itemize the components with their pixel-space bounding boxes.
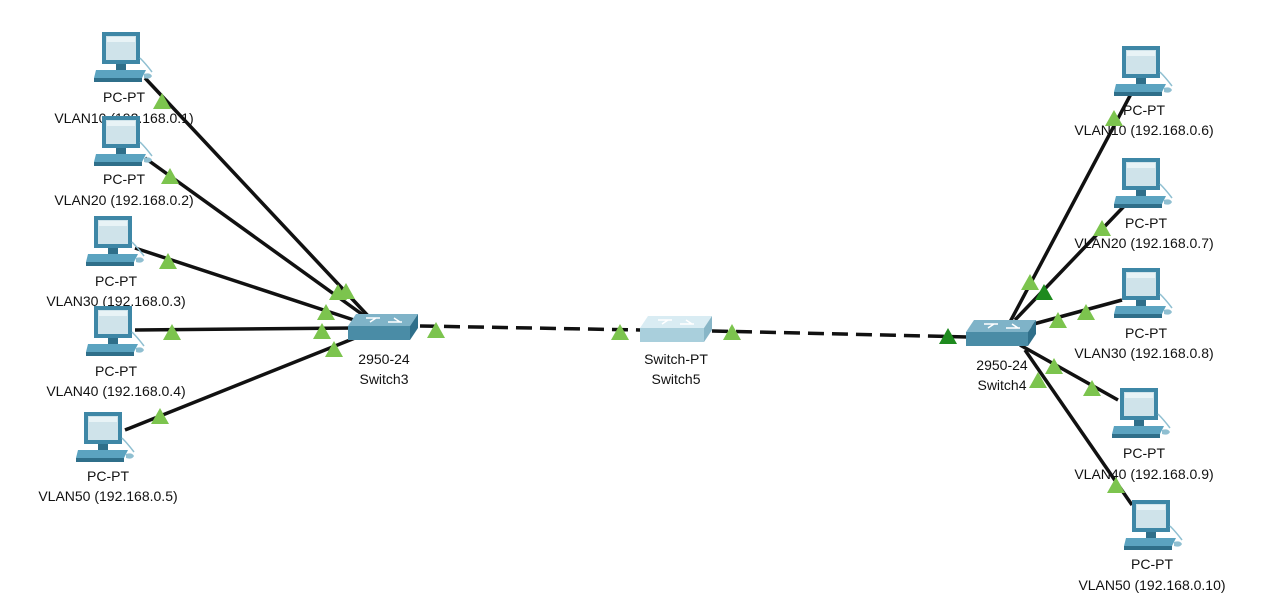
pc-r5[interactable]: PC-PT VLAN50 (192.168.0.10) [1078, 499, 1226, 593]
pc-r4[interactable]: PC-PT VLAN40 (192.168.0.9) [1074, 387, 1214, 482]
switch-icon [965, 319, 1037, 347]
device-type-label: PC-PT [87, 468, 129, 484]
link-up-indicator [939, 328, 957, 344]
switch3[interactable]: 2950-24 Switch3 [347, 313, 419, 387]
device-type-label: PC-PT [1125, 325, 1167, 341]
link-up-indicator [337, 283, 355, 299]
device-vlan-label: VLAN50 (192.168.0.10) [1078, 577, 1225, 593]
link-up-indicator [1083, 380, 1101, 396]
pc-r3[interactable]: PC-PT VLAN30 (192.168.0.8) [1074, 267, 1214, 361]
link-up-indicator [1021, 274, 1039, 290]
device-type-label: PC-PT [1123, 102, 1165, 118]
link-up-indicator [723, 324, 741, 340]
pc-l1[interactable]: PC-PT VLAN10 (192.168.0.1) [54, 31, 194, 126]
link-pc-l1-switch3[interactable] [143, 76, 372, 320]
link-up-indicator [611, 324, 629, 340]
switch-name-label: Switch5 [651, 371, 700, 387]
switch-model-label: 2950-24 [976, 357, 1028, 373]
device-type-label: PC-PT [1123, 445, 1165, 461]
device-vlan-label: VLAN50 (192.168.0.5) [38, 488, 177, 504]
link-up-indicator [427, 322, 445, 338]
link-up-indicator [325, 341, 343, 357]
switch-icon [347, 313, 419, 341]
switch5[interactable]: Switch-PT Switch5 [639, 315, 713, 387]
link-pc-l2-switch3[interactable] [143, 156, 372, 322]
link-switch3-switch5[interactable] [419, 324, 641, 332]
pc-l4[interactable]: PC-PT VLAN40 (192.168.0.4) [46, 305, 186, 399]
device-type-label: PC-PT [95, 273, 137, 289]
pc-r1[interactable]: PC-PT VLAN10 (192.168.0.6) [1074, 45, 1214, 138]
switch4[interactable]: 2950-24 Switch4 [965, 319, 1037, 393]
link-pc-r5-switch4[interactable] [1023, 349, 1134, 506]
device-type-label: PC-PT [103, 89, 145, 105]
link-up-indicator [159, 253, 177, 269]
device-type-label: PC-PT [1131, 556, 1173, 572]
link-up-indicator [151, 408, 169, 424]
device-vlan-label: VLAN30 (192.168.0.8) [1074, 345, 1213, 361]
switch-model-label: 2950-24 [358, 351, 410, 367]
switch-pt-icon [639, 315, 713, 343]
pc-l5[interactable]: PC-PT VLAN50 (192.168.0.5) [38, 411, 178, 504]
pc-icon [85, 215, 145, 267]
link-up-indicator [1029, 372, 1047, 388]
device-vlan-label: VLAN20 (192.168.0.7) [1074, 235, 1213, 251]
link-up-indicator [313, 323, 331, 339]
link-status-indicators [151, 93, 1125, 493]
device-type-label: PC-PT [95, 363, 137, 379]
device-vlan-label: VLAN10 (192.168.0.6) [1074, 122, 1213, 138]
pc-icon [1113, 45, 1173, 97]
link-up-indicator [161, 168, 179, 184]
switch-model-label: Switch-PT [644, 351, 708, 367]
pc-icon [93, 31, 153, 83]
pc-r2[interactable]: PC-PT VLAN20 (192.168.0.7) [1074, 157, 1214, 251]
switch-name-label: Switch4 [977, 377, 1026, 393]
pc-icon [75, 411, 135, 463]
link-up-indicator [1035, 284, 1053, 300]
device-vlan-label: VLAN30 (192.168.0.3) [46, 293, 185, 309]
device-vlan-label: VLAN40 (192.168.0.4) [46, 383, 185, 399]
device-vlan-label: VLAN40 (192.168.0.9) [1074, 466, 1213, 482]
link-up-indicator [317, 304, 335, 320]
device-vlan-label: VLAN20 (192.168.0.2) [54, 192, 193, 208]
link-up-indicator [1077, 304, 1095, 320]
link-up-indicator [1045, 358, 1063, 374]
pc-icon [1113, 267, 1173, 319]
link-up-indicator [153, 93, 171, 109]
link-pc-r2-switch4[interactable] [1013, 198, 1132, 322]
link-up-indicator [1105, 110, 1123, 126]
device-type-label: PC-PT [103, 171, 145, 187]
link-pc-r3-switch4[interactable] [1029, 298, 1123, 327]
link-up-indicator [1107, 477, 1125, 493]
pc-icon [1113, 157, 1173, 209]
pc-l2[interactable]: PC-PT VLAN20 (192.168.0.2) [54, 115, 194, 208]
switch-name-label: Switch3 [359, 371, 408, 387]
link-up-indicator [163, 324, 181, 340]
link-up-indicator [1093, 220, 1111, 236]
device-type-label: PC-PT [1125, 215, 1167, 231]
link-switch5-switch4[interactable] [711, 329, 971, 339]
link-pc-l3-switch3[interactable] [134, 246, 361, 324]
link-pc-l5-switch3[interactable] [124, 334, 361, 432]
pc-icon [1123, 499, 1183, 551]
pc-icon [1111, 387, 1171, 439]
pc-l3[interactable]: PC-PT VLAN30 (192.168.0.3) [46, 215, 186, 309]
links-layer [124, 76, 1134, 506]
link-pc-r4-switch4[interactable] [1019, 343, 1119, 402]
link-up-indicator [1049, 312, 1067, 328]
